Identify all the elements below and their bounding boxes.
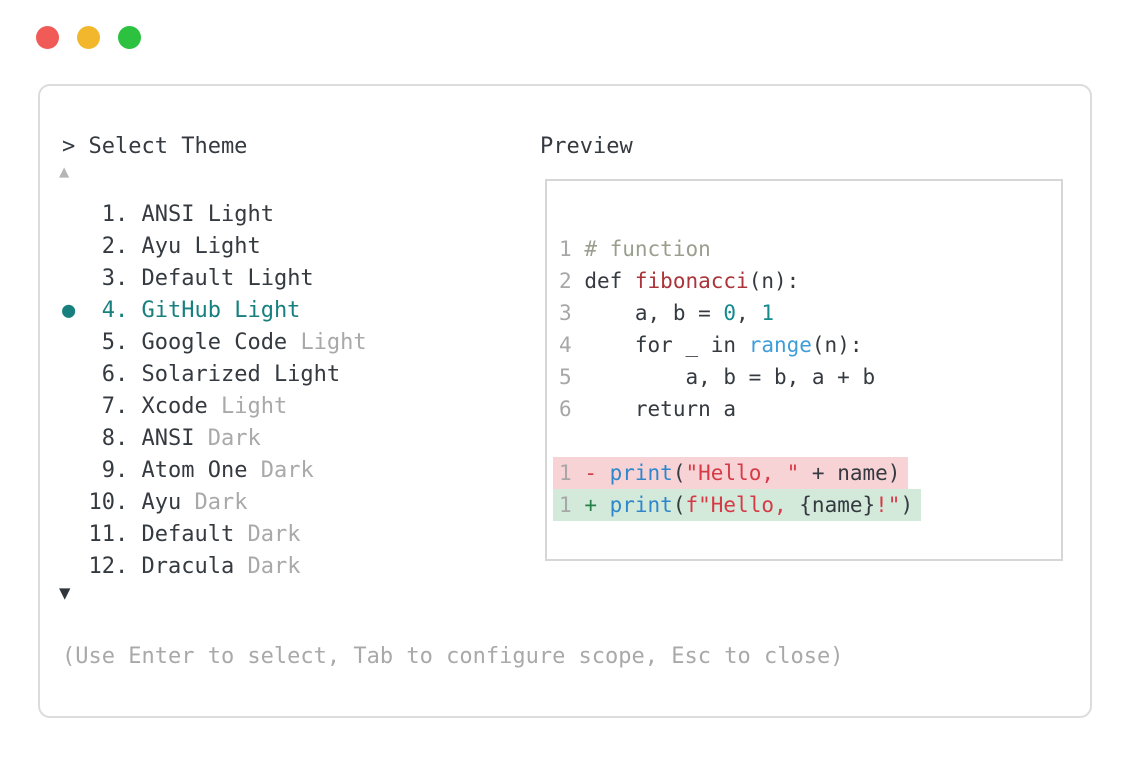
theme-item-name: Xcode — [141, 394, 221, 419]
theme-list-item[interactable]: 12. Dracula Dark — [62, 551, 367, 583]
theme-item-number: 7. — [88, 394, 142, 419]
bullet-placeholder — [62, 330, 89, 355]
theme-item-variant: Dark — [247, 522, 301, 547]
bullet-placeholder — [62, 458, 89, 483]
diff-line-removed: 1 - print("Hello, " + name) — [553, 457, 1061, 489]
theme-list-item[interactable]: 10. Ayu Dark — [62, 487, 367, 519]
theme-item-name: Default — [141, 522, 248, 547]
theme-item-name: Solarized — [141, 362, 274, 387]
theme-item-name: Ayu — [141, 490, 195, 515]
bullet-placeholder — [62, 554, 89, 579]
theme-list-item[interactable]: 1. ANSI Light — [62, 199, 367, 231]
help-text: (Use Enter to select, Tab to configure s… — [62, 644, 844, 669]
preview-pane: 1 # function 2 def fibonacci(n): 3 a, b = … — [545, 179, 1063, 561]
theme-item-number: 1. — [88, 202, 142, 227]
code-line: 5 a, b = b, a + b — [559, 365, 876, 389]
theme-item-name: Atom One — [141, 458, 261, 483]
theme-list-item[interactable]: 11. Default Dark — [62, 519, 367, 551]
select-theme-prompt: > Select Theme — [62, 134, 248, 159]
code-sample: 1 # function 2 def fibonacci(n): 3 a, b = … — [547, 181, 1061, 521]
theme-item-variant: Light — [194, 234, 261, 259]
theme-item-variant: Light — [273, 362, 341, 387]
code-line: 4 for _ in range(n): — [559, 333, 863, 357]
bullet-placeholder — [62, 362, 89, 387]
theme-list-item[interactable]: 3. Default Light — [62, 263, 367, 295]
theme-item-variant: Dark — [194, 490, 248, 515]
theme-item-number: 9. — [88, 458, 142, 483]
theme-item-name: Dracula — [141, 554, 248, 579]
theme-item-name: Ayu — [141, 234, 195, 259]
theme-item-name: ANSI — [141, 426, 208, 451]
bullet-placeholder — [62, 522, 89, 547]
theme-item-variant: Light — [300, 330, 367, 355]
bullet-placeholder — [62, 490, 89, 515]
theme-picker-window: > Select Theme ▲ 1. ANSI Light 2. Ayu Li… — [38, 84, 1092, 718]
scroll-down-icon[interactable]: ▼ — [59, 582, 71, 604]
theme-item-number: 4. — [88, 298, 142, 323]
scroll-up-icon[interactable]: ▲ — [59, 162, 70, 182]
theme-item-name: Default — [141, 266, 248, 291]
theme-list-item[interactable]: 8. ANSI Dark — [62, 423, 367, 455]
theme-item-number: 11. — [88, 522, 142, 547]
bullet-placeholder — [62, 426, 89, 451]
theme-list-item[interactable]: 5. Google Code Light — [62, 327, 367, 359]
theme-item-number: 12. — [88, 554, 142, 579]
window-controls — [36, 26, 141, 49]
bullet-placeholder — [62, 266, 89, 291]
code-line: 3 a, b = 0, 1 — [559, 301, 774, 325]
diff-line-added: 1 + print(f"Hello, {name}!") — [553, 489, 1061, 521]
maximize-button[interactable] — [118, 26, 141, 49]
theme-item-number: 6. — [88, 362, 142, 387]
selected-bullet-icon: ● — [62, 298, 89, 323]
theme-item-variant: Dark — [260, 458, 314, 483]
theme-list-item[interactable]: 7. Xcode Light — [62, 391, 367, 423]
bullet-placeholder — [62, 202, 89, 227]
code-line: 2 def fibonacci(n): — [559, 269, 800, 293]
theme-item-name: Google Code — [141, 330, 301, 355]
theme-list-item[interactable]: 6. Solarized Light — [62, 359, 367, 391]
theme-list-item[interactable]: 9. Atom One Dark — [62, 455, 367, 487]
minimize-button[interactable] — [77, 26, 100, 49]
close-button[interactable] — [36, 26, 59, 49]
theme-item-variant: Dark — [207, 426, 261, 451]
theme-item-number: 5. — [88, 330, 142, 355]
theme-list-item[interactable]: 2. Ayu Light — [62, 231, 367, 263]
theme-item-variant: Light — [207, 202, 274, 227]
theme-item-variant: Light — [247, 266, 314, 291]
code-line: 1 # function — [559, 237, 711, 261]
theme-item-number: 2. — [88, 234, 142, 259]
theme-list: 1. ANSI Light 2. Ayu Light 3. Default Li… — [62, 199, 367, 583]
bullet-placeholder — [62, 234, 89, 259]
theme-item-name: ANSI — [141, 202, 208, 227]
theme-list-item[interactable]: ● 4. GitHub Light — [62, 295, 367, 327]
theme-item-number: 8. — [88, 426, 142, 451]
preview-label: Preview — [540, 134, 633, 159]
theme-item-number: 3. — [88, 266, 142, 291]
bullet-placeholder — [62, 394, 89, 419]
theme-item-variant: Light — [234, 298, 301, 323]
theme-item-variant: Dark — [247, 554, 301, 579]
theme-item-name: GitHub — [141, 298, 235, 323]
code-line: 6 return a — [559, 397, 737, 421]
theme-item-variant: Light — [220, 394, 288, 419]
theme-item-number: 10. — [88, 490, 142, 515]
